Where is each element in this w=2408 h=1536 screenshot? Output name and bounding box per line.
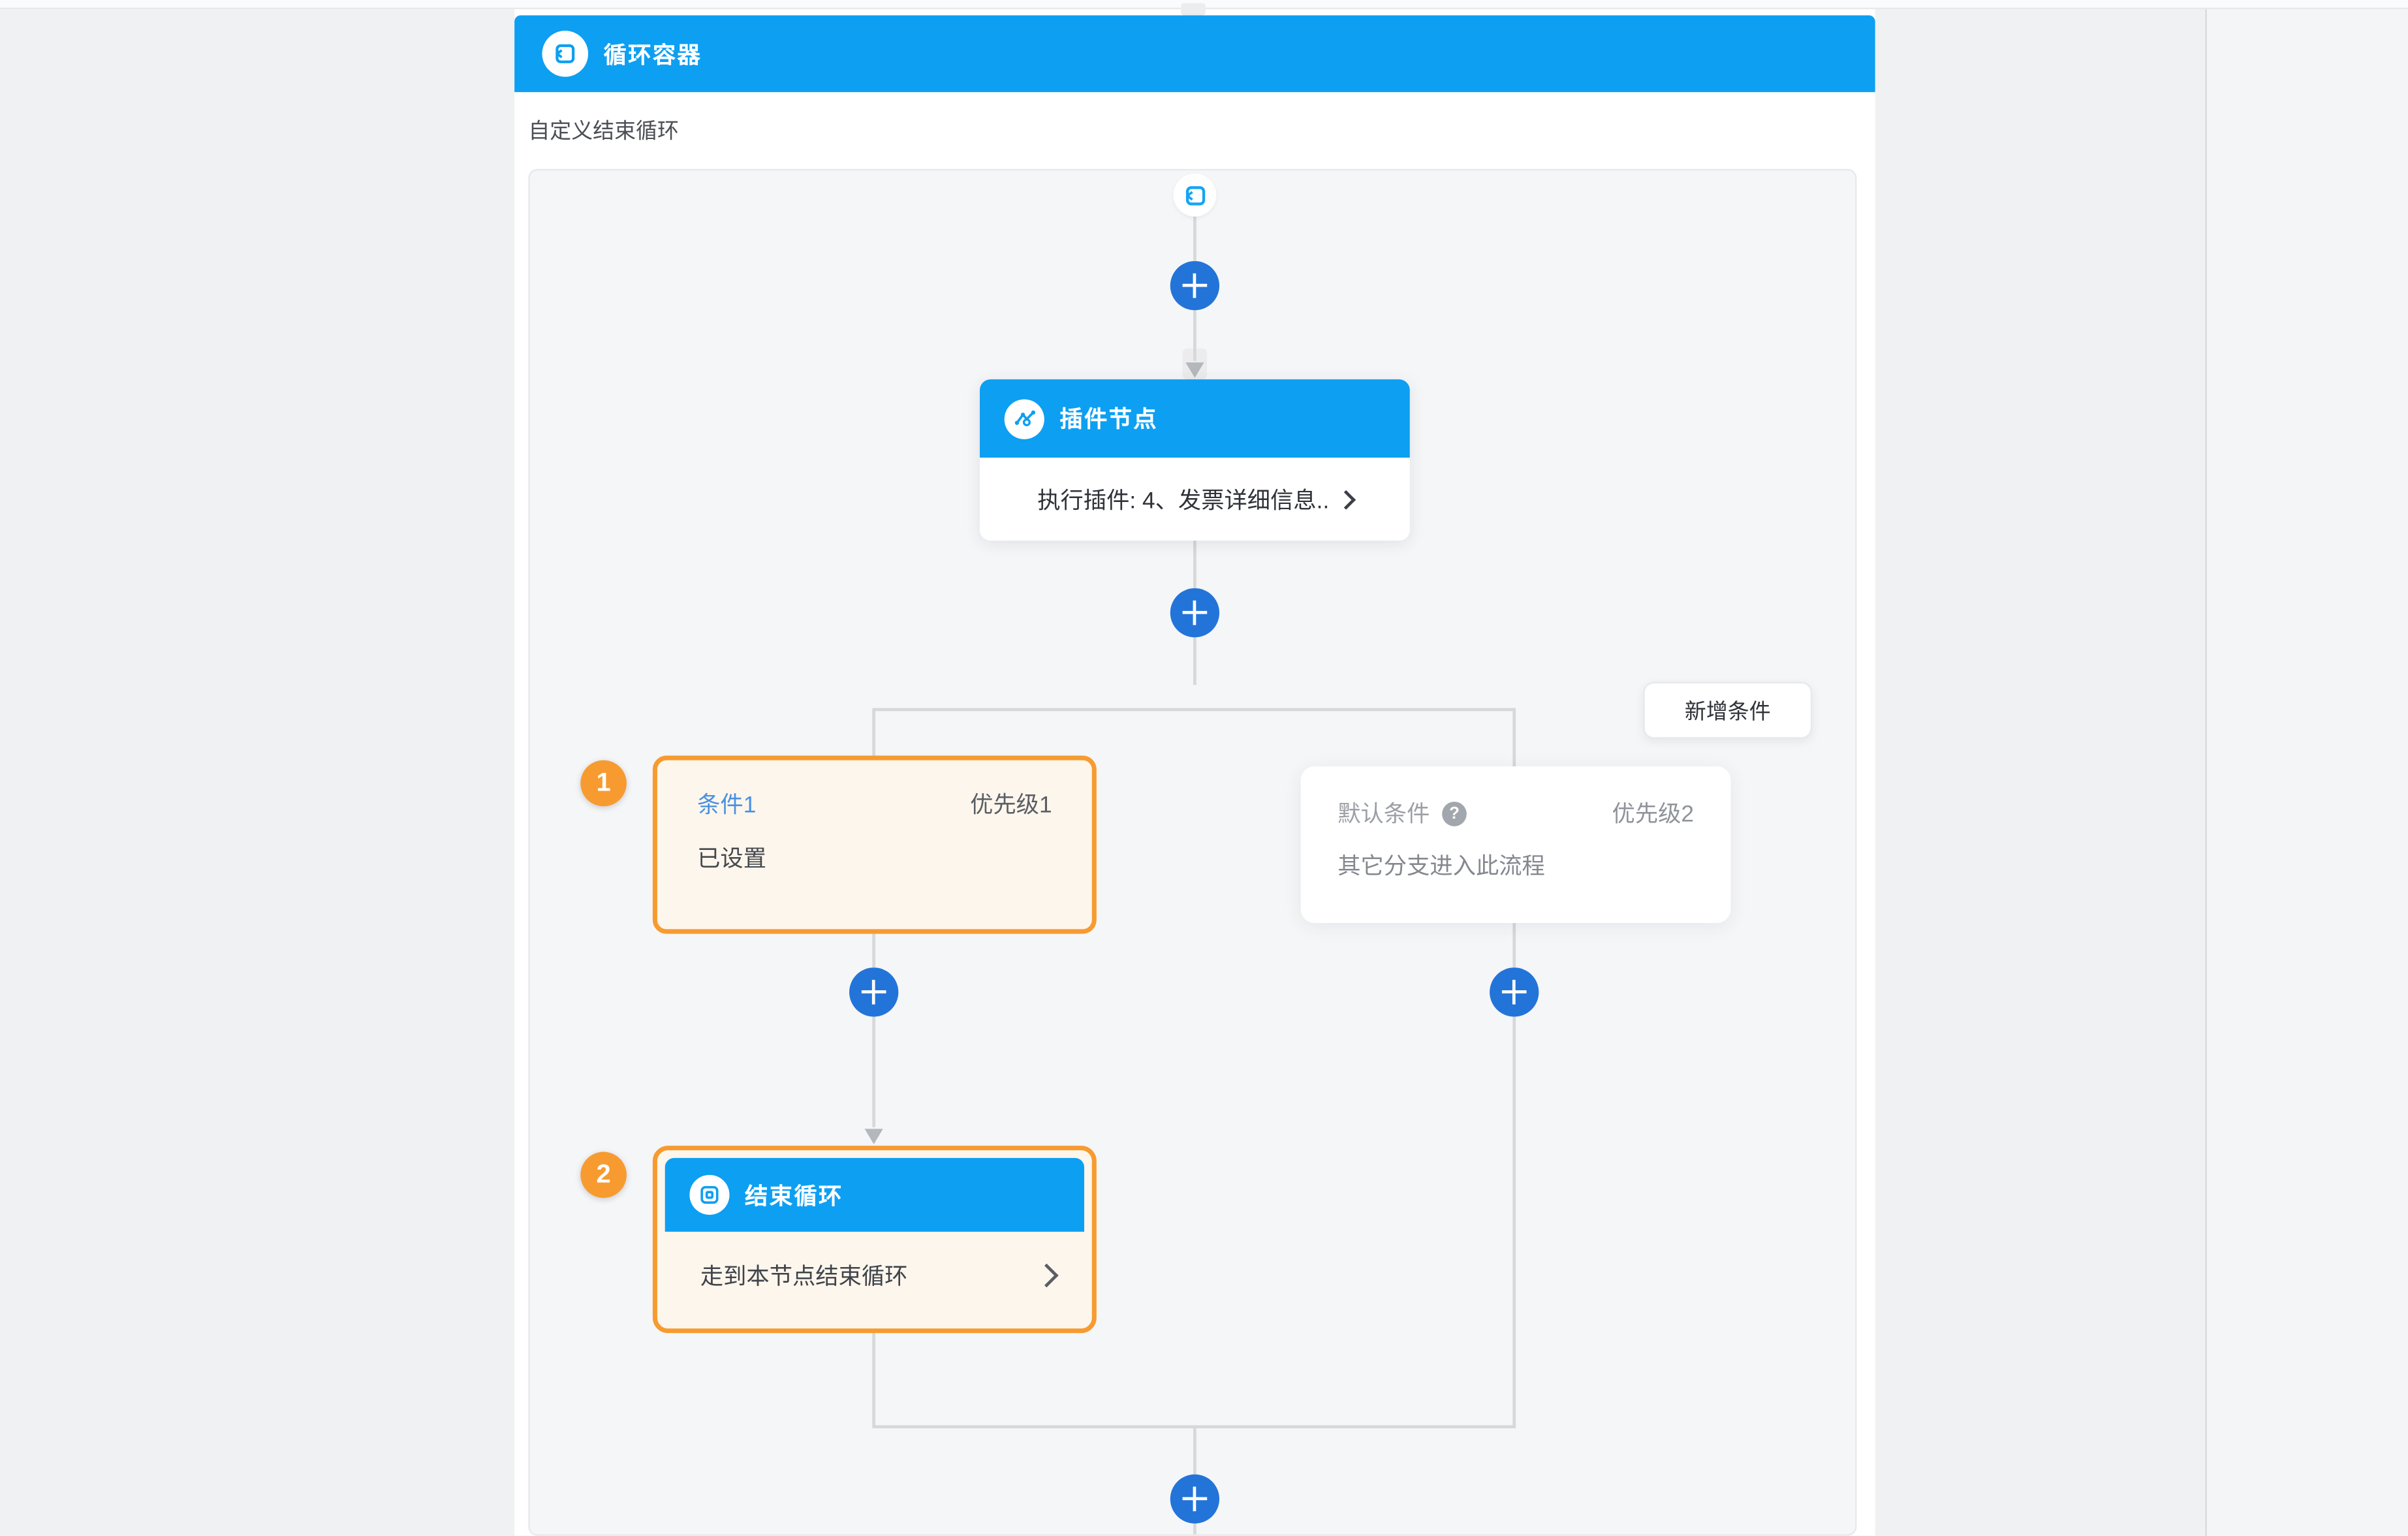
connector-line <box>1193 210 1196 261</box>
step-badge-1: 1 <box>580 760 627 807</box>
connector-line <box>1193 541 1196 589</box>
condition1-title[interactable]: 条件1 <box>697 792 757 819</box>
end-loop-title: 结束循环 <box>745 1183 843 1210</box>
plugin-icon <box>1004 398 1044 439</box>
plugin-node-header: 插件节点 <box>980 379 1410 458</box>
connector-line <box>872 1333 875 1428</box>
end-loop-summary-text: 走到本节点结束循环 <box>700 1263 908 1290</box>
condition1-priority: 优先级1 <box>970 792 1052 819</box>
add-condition-button[interactable]: 新增条件 <box>1643 682 1813 739</box>
loop-container-header[interactable]: 循环容器 <box>514 15 1875 93</box>
connector-line <box>1193 1425 1196 1475</box>
arrowhead-down-icon <box>864 1129 883 1144</box>
connector-line <box>872 1016 875 1127</box>
end-loop-node[interactable]: 结束循环 走到本节点结束循环 <box>652 1146 1097 1334</box>
plugin-node-title: 插件节点 <box>1059 407 1158 433</box>
add-node-button[interactable] <box>1170 260 1220 311</box>
loop-container-panel: 循环容器 自定义结束循环 <box>514 3 1875 1536</box>
add-node-button[interactable] <box>1490 967 1539 1017</box>
connector-line <box>1193 1523 1196 1535</box>
step-badge-2: 2 <box>580 1152 627 1199</box>
default-condition-title: 默认条件 ? <box>1337 797 1467 829</box>
connector-line <box>1193 637 1196 685</box>
plugin-node[interactable]: 插件节点 执行插件: 4、发票详细信息.. <box>980 379 1410 541</box>
default-condition-priority: 优先级2 <box>1612 802 1695 828</box>
add-node-button[interactable] <box>1170 1474 1220 1524</box>
plugin-summary-text: 执行插件: 4、发票详细信息.. <box>1037 487 1330 514</box>
default-condition-description: 其它分支进入此流程 <box>1337 854 1545 881</box>
flow-canvas[interactable]: 插件节点 执行插件: 4、发票详细信息.. 新增条件 条件1 优先级1 已设置 … <box>528 168 1857 1536</box>
right-gutter <box>2206 9 2408 1536</box>
default-condition-card[interactable]: 默认条件 ? 优先级2 其它分支进入此流程 <box>1300 766 1731 923</box>
plugin-node-summary[interactable]: 执行插件: 4、发票详细信息.. <box>980 458 1410 541</box>
panel-divider <box>2205 9 2207 1536</box>
incoming-connector-stub <box>1181 3 1206 16</box>
end-loop-header: 结束循环 <box>665 1157 1085 1232</box>
loop-container-title: 循环容器 <box>603 42 702 69</box>
add-node-button[interactable] <box>1170 588 1220 638</box>
chevron-right-icon <box>1035 1262 1059 1287</box>
connector-line <box>1512 1016 1516 1428</box>
arrowhead-down-icon <box>1185 362 1204 378</box>
connector-line <box>1193 310 1196 361</box>
condition1-status: 已设置 <box>697 846 767 873</box>
branch-line <box>873 708 1514 711</box>
condition1-card[interactable]: 条件1 优先级1 已设置 <box>652 755 1097 934</box>
end-loop-summary[interactable]: 走到本节点结束循环 <box>657 1232 1092 1318</box>
add-node-button[interactable] <box>849 967 899 1017</box>
help-icon[interactable]: ? <box>1442 800 1467 826</box>
loop-start-icon <box>1173 173 1217 217</box>
loop-description: 自定义结束循环 <box>528 118 679 143</box>
loop-icon <box>542 31 589 77</box>
chevron-right-icon <box>1335 489 1355 509</box>
end-loop-icon <box>689 1174 730 1215</box>
